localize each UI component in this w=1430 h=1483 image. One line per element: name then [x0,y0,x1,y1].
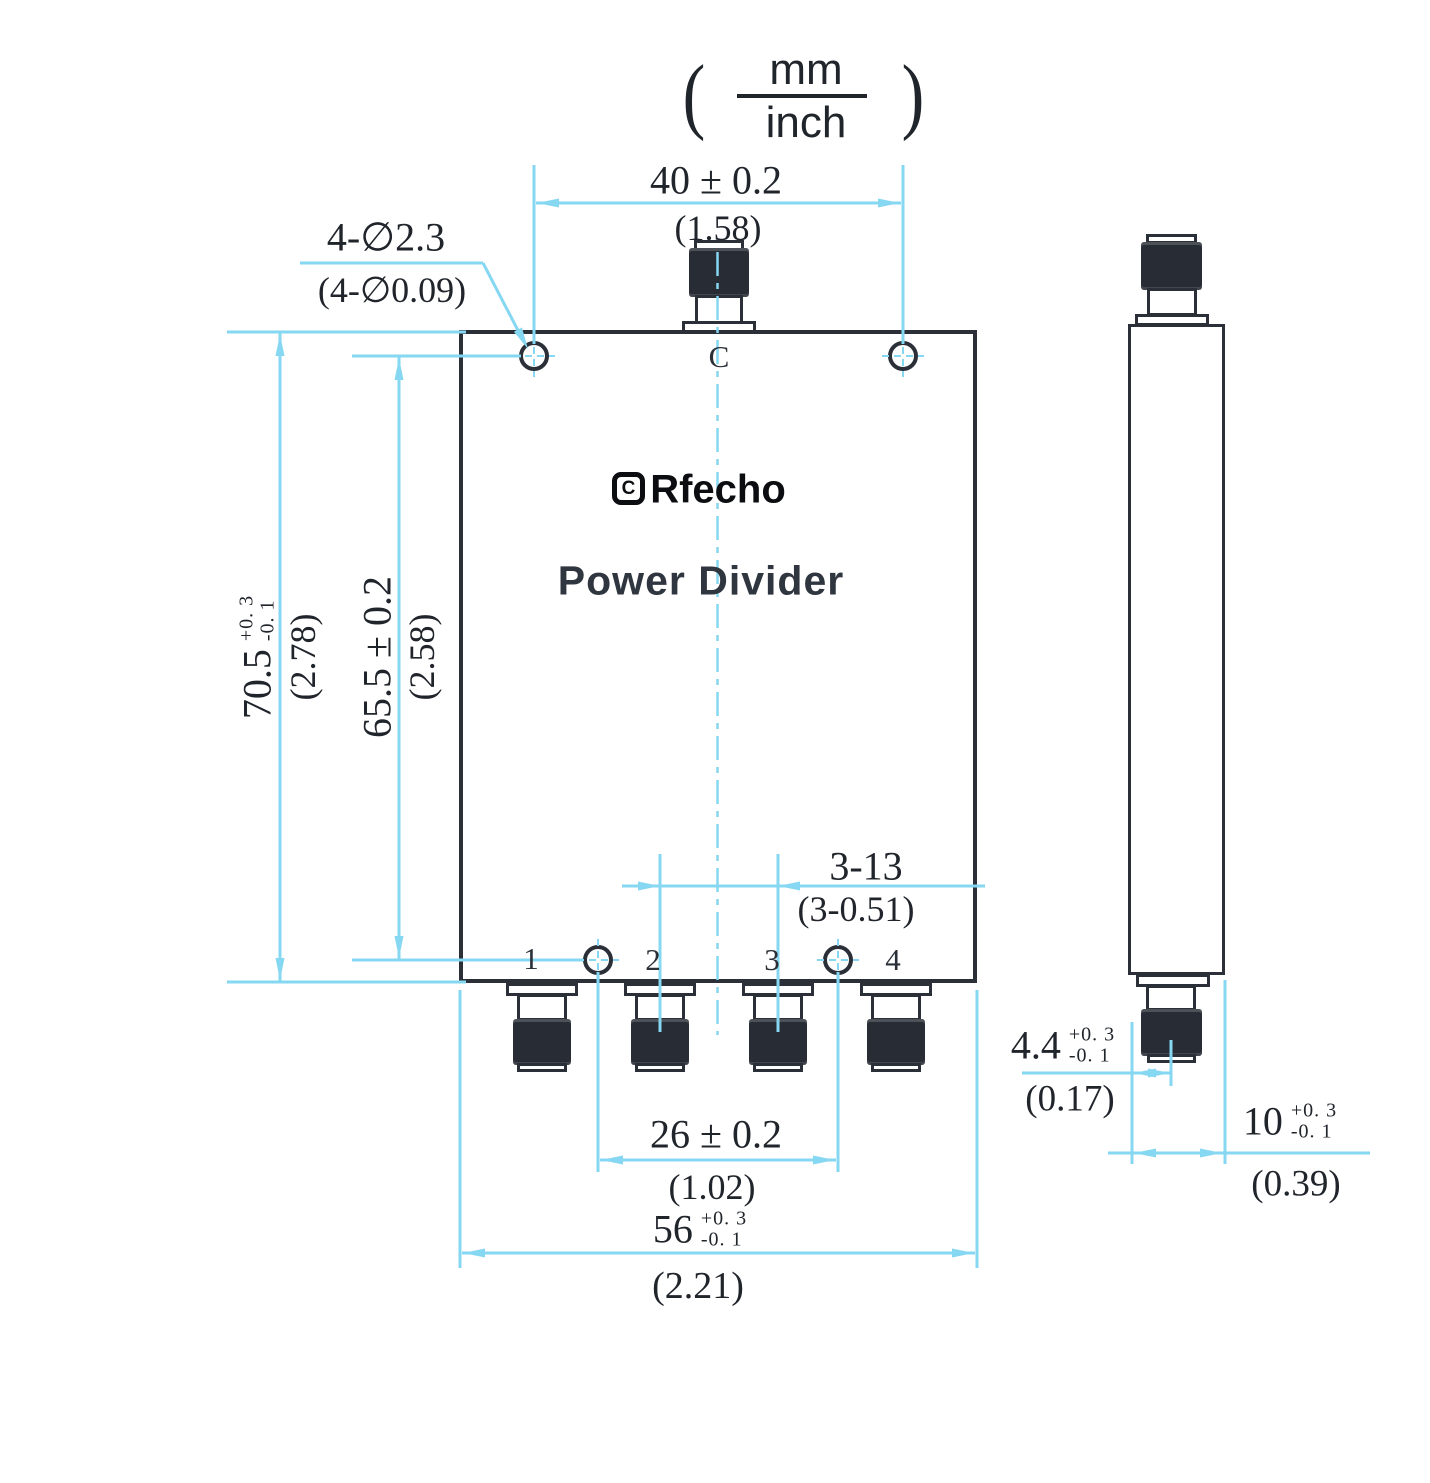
dim-10-tol-plus: +0. 3 [1290,1099,1338,1121]
dim-26-mm: 26 ± 0.2 [650,1111,782,1157]
dim-10-tolerance: +0. 3 -0. 1 [1291,1100,1337,1142]
side-top-connector-threads [1141,242,1202,290]
dim-56-lines [458,990,979,1268]
dim-10-value: 10 [1242,1098,1283,1144]
dim-56-inch: (2.21) [652,1265,744,1307]
dim-10-tol-minus: -0. 1 [1290,1120,1333,1142]
dim-65p5-mm: 65.5 ± 0.2 [354,576,400,738]
units-fraction-bar [737,94,867,98]
front-connector2-cap [635,1063,685,1072]
dim-65p5-inch: (2.58) [402,613,442,701]
dim-56-mm: 56 +0. 3 -0. 1 [653,1206,747,1253]
dim-3-13-mm: 3-13 [829,843,903,889]
dim-40-inch: (1.58) [674,208,762,248]
product-label: Power Divider [557,557,845,604]
front-connector4-cap [871,1063,921,1072]
dim-70p5-value: 70.5 [234,649,280,720]
dim-56-value: 56 [652,1206,693,1252]
dim-26-inch: (1.02) [668,1167,756,1207]
dim-3-13-inch: (3-0.51) [797,889,915,929]
dim-10-lines [1108,980,1370,1164]
units-mm-label: mm [769,45,843,94]
dim-10-mm: 10 +0. 3 -0. 1 [1243,1098,1337,1145]
dim-3-13-lines [622,854,985,1032]
mount-hole-leader [300,261,528,349]
units-inch-label: inch [765,98,847,147]
side-bottom-connector-neck [1146,985,1196,1011]
port-label-3: 3 [764,942,780,977]
dim-56-tolerance: +0. 3 -0. 1 [701,1208,747,1250]
dim-40-mm: 40 ± 0.2 [650,157,782,203]
rfecho-logo-letter: C [621,477,636,499]
dim-70p5-lines [227,330,466,984]
port-label-2: 2 [645,942,661,977]
dim-70p5-tol-plus: +0. 3 [235,594,257,642]
dim-56-tol-minus: -0. 1 [700,1228,743,1250]
dim-holes-mm: 4-∅2.3 [326,214,446,260]
front-connector4-threads [867,1019,925,1065]
dim-70p5-inch: (2.78) [283,613,323,701]
port-label-1: 1 [523,941,539,976]
dim-4p4-tol-plus: +0. 3 [1068,1023,1116,1045]
dim-holes-inch: (4-∅0.09) [317,270,467,310]
dim-65p5-lines [352,354,583,962]
side-view-body [1128,324,1225,975]
rfecho-logo-text: Rfecho [650,467,786,512]
front-connector1-threads [513,1019,571,1065]
dim-70p5-tol-minus: -0. 1 [256,599,278,642]
dim-10-inch: (0.39) [1251,1163,1341,1205]
dim-4p4-inch: (0.17) [1025,1078,1115,1120]
port-label-4: 4 [885,942,901,977]
front-connector4-neck [871,994,921,1021]
dim-40-lines [532,165,905,344]
dim-4p4-mm: 4.4 +0. 3 -0. 1 [1011,1022,1115,1069]
dim-4p4-value: 4.4 [1010,1022,1061,1068]
rfecho-logo-icon: C [612,472,645,505]
dim-70p5-mm: 70.5 +0. 3 -0. 1 [234,595,281,719]
front-top-connector-threads [689,248,749,297]
front-connector3-cap [753,1063,803,1072]
dim-4p4-lines [1022,1022,1173,1164]
dim-4p4-tolerance: +0. 3 -0. 1 [1069,1024,1115,1066]
port-label-c: C [708,339,730,374]
units-paren-open: ( [682,46,706,142]
front-connector1-cap [517,1063,567,1072]
dim-56-tol-plus: +0. 3 [700,1207,748,1229]
dim-70p5-tolerance: +0. 3 -0. 1 [235,594,278,642]
hole-crosshairs [513,335,924,981]
dim-4p4-tol-minus: -0. 1 [1068,1044,1111,1066]
dim-26-lines [596,972,840,1172]
units-paren-close: ) [901,46,925,142]
